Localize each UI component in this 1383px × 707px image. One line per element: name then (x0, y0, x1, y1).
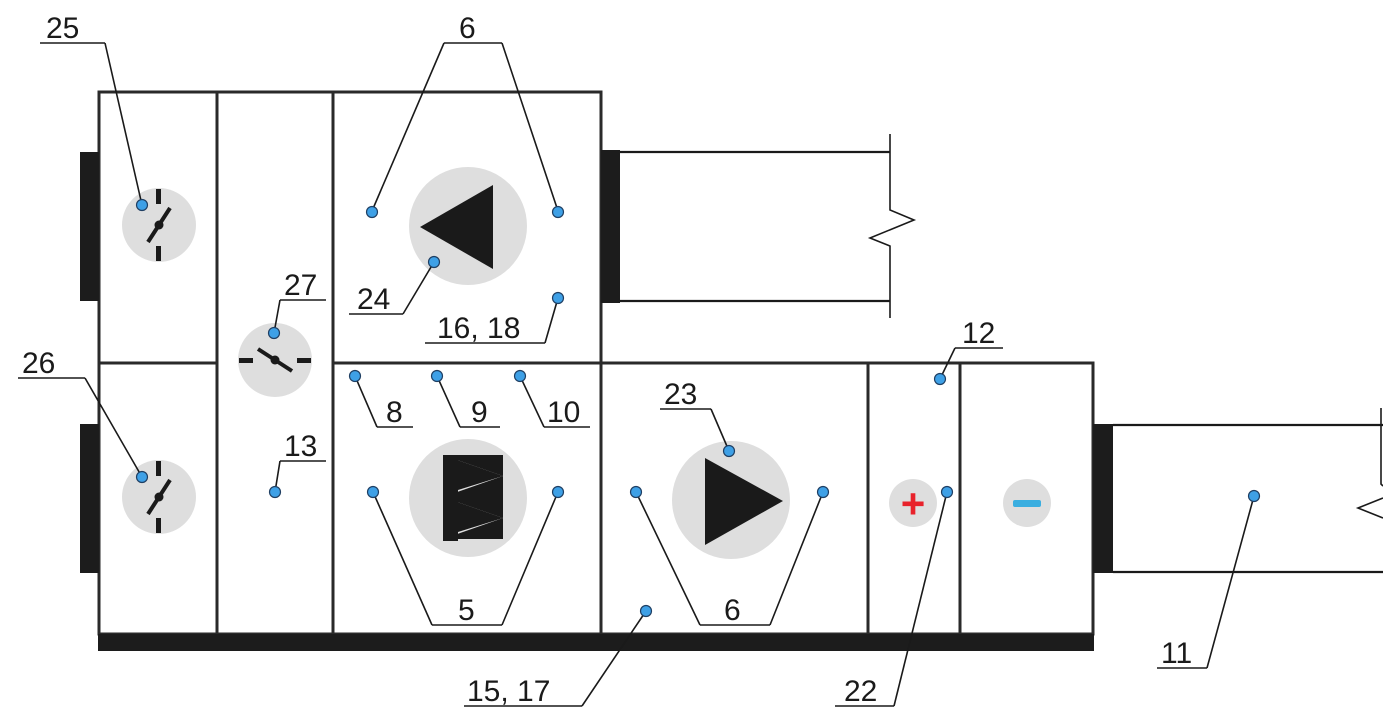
cooler-sign (1013, 500, 1041, 507)
callout-9: 9 (471, 396, 488, 429)
sensor-point (1247, 489, 1261, 503)
callout-labels: 25 6 27 24 16, 18 26 13 8 9 10 23 12 5 6… (22, 12, 1192, 707)
callout-15-17: 15, 17 (467, 675, 550, 707)
callout-12: 12 (962, 317, 995, 350)
sensor-point (940, 485, 954, 499)
sensor-point (268, 485, 282, 499)
sensor-point (366, 485, 380, 499)
base-frame (98, 634, 1094, 651)
callout-24: 24 (357, 283, 390, 316)
sensor-point (639, 604, 653, 618)
sensor-point (135, 470, 149, 484)
sensor-point (722, 444, 736, 458)
callout-23: 23 (664, 378, 697, 411)
exhaust-flange (80, 152, 99, 301)
recirculation-section (215, 90, 335, 636)
duct-break-symbol (1355, 497, 1383, 519)
sensor-point (816, 485, 830, 499)
sensor-point (551, 205, 565, 219)
supply-flange (1093, 424, 1113, 573)
sensor-point (513, 369, 527, 383)
cooler-icon (1003, 479, 1051, 527)
recirculation-damper-icon (238, 323, 312, 397)
supply-fan-icon (672, 441, 790, 559)
heater-icon: + (889, 479, 937, 527)
filter-icon (409, 439, 527, 557)
extract-duct (620, 134, 917, 318)
leader-lines (18, 42, 1255, 707)
callout-27: 27 (284, 269, 317, 302)
extract-flange (601, 150, 620, 303)
sensor-point (551, 291, 565, 305)
supply-duct (1113, 408, 1383, 574)
sensor-point (551, 485, 565, 499)
sensor-point (348, 369, 362, 383)
callout-22: 22 (844, 675, 877, 707)
exhaust-damper-icon (122, 188, 196, 262)
callout-6-top: 6 (459, 12, 476, 45)
callout-16-18: 16, 18 (437, 312, 520, 345)
callout-8: 8 (386, 396, 403, 429)
intake-damper-icon (122, 460, 196, 534)
sensor-point (427, 255, 441, 269)
callout-10: 10 (547, 396, 580, 429)
intake-flange (80, 424, 99, 573)
callout-26: 26 (22, 347, 55, 380)
heater-sign: + (901, 480, 926, 527)
unit-housing (80, 90, 1113, 651)
sensor-point (629, 485, 643, 499)
callout-11: 11 (1161, 637, 1192, 670)
callout-25: 25 (46, 12, 79, 45)
sensor-point (933, 372, 947, 386)
callout-6-bottom: 6 (724, 594, 741, 627)
sensor-point (430, 369, 444, 383)
callout-5: 5 (458, 594, 475, 627)
duct-break-symbol (1380, 408, 1383, 487)
duct-break-symbol (867, 134, 917, 318)
sensor-point (135, 198, 149, 212)
sensor-point (267, 326, 281, 340)
sensor-points (135, 198, 1261, 618)
callout-13: 13 (284, 430, 317, 463)
sensor-point (365, 205, 379, 219)
extract-fan-icon (409, 167, 527, 285)
